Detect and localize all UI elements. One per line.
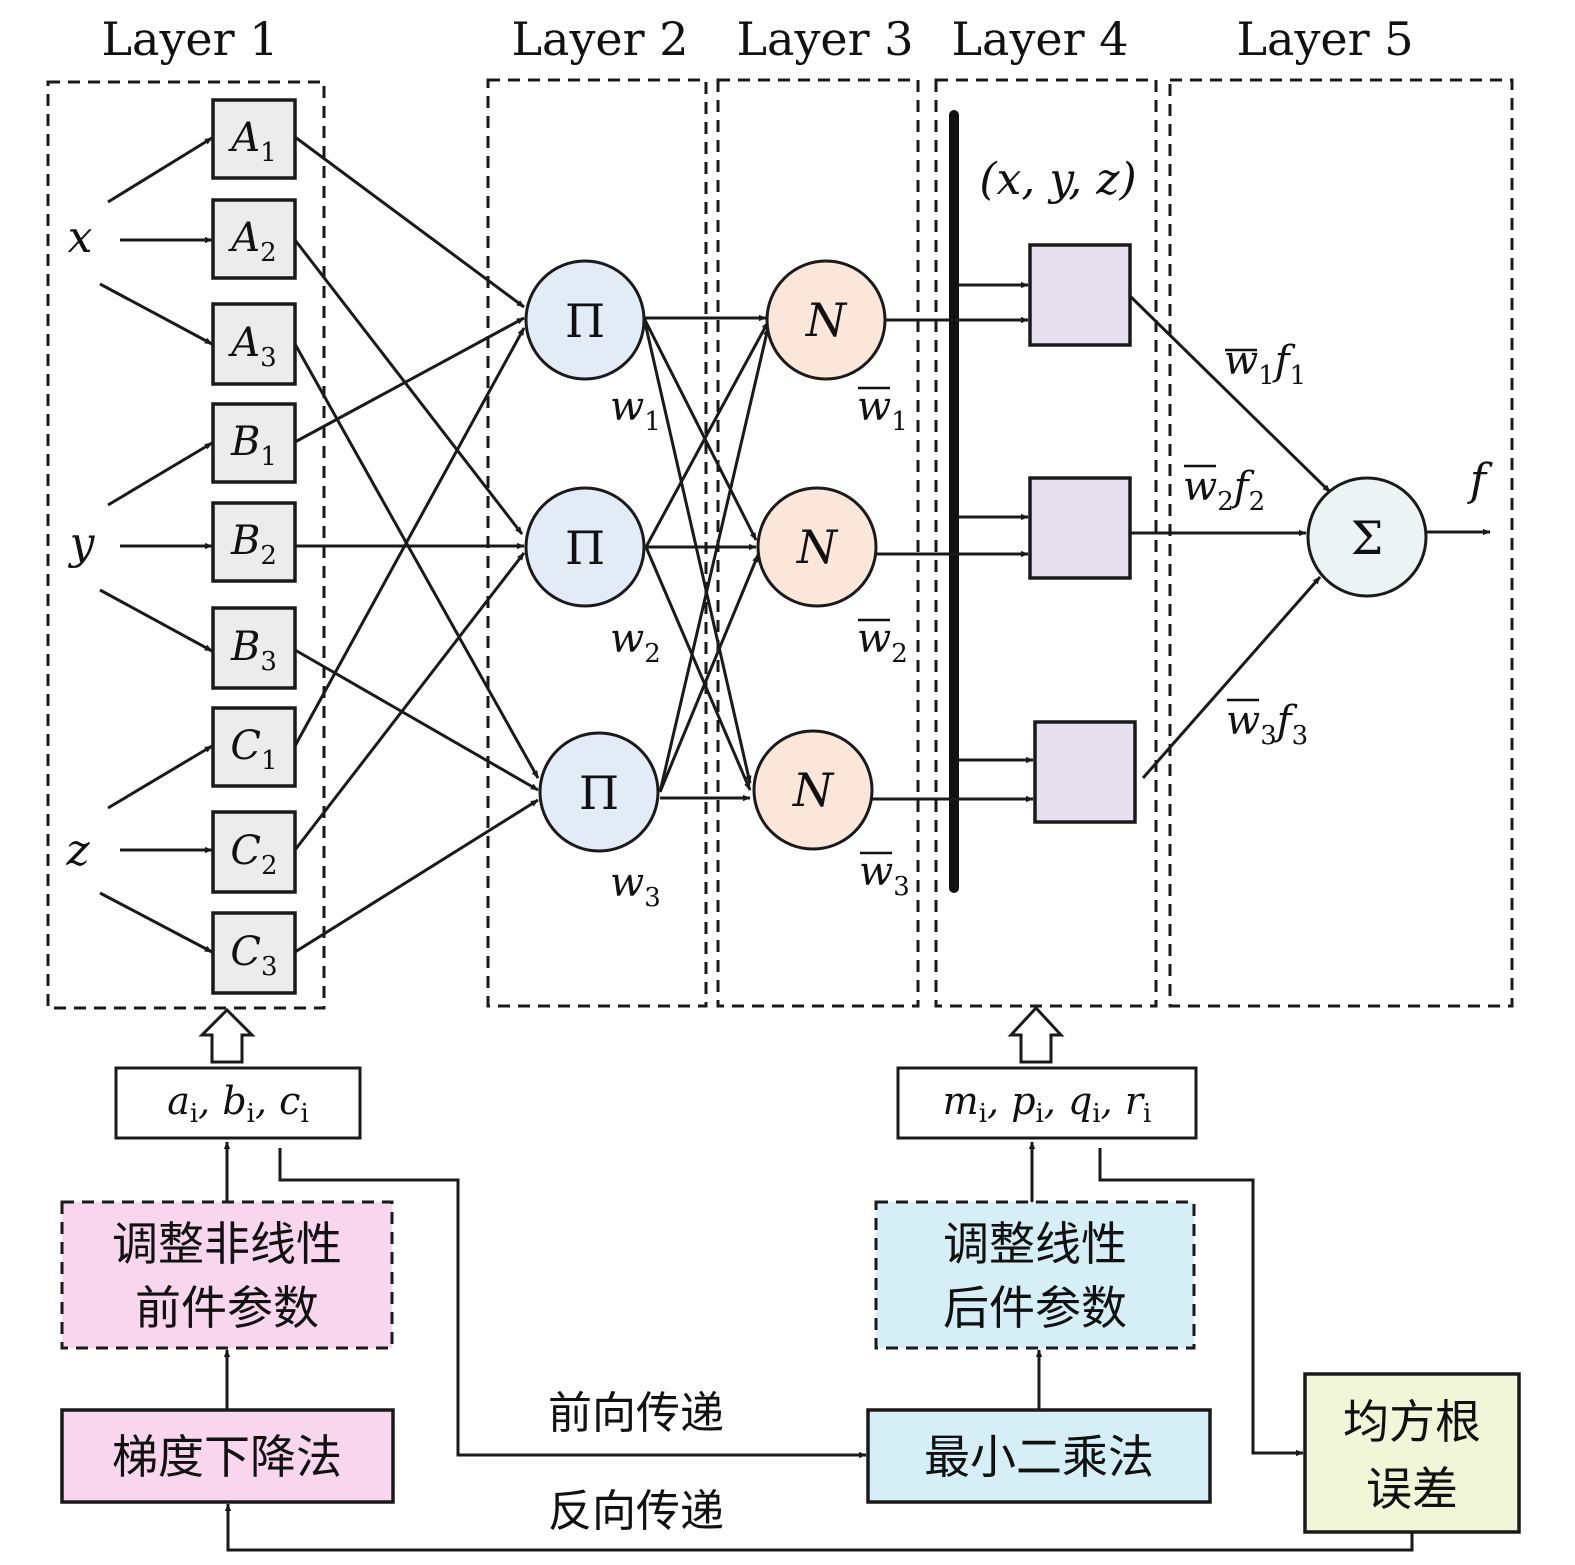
rule-box-2 (1028, 476, 1132, 580)
mf-label-c2: C2 (230, 828, 277, 881)
input-arrows (99, 136, 213, 954)
mf-label-b3: B3 (230, 624, 277, 677)
gradient-descent-box (60, 1408, 395, 1504)
mf-box-a3 (211, 302, 297, 386)
product-node-1-symbol: Π (565, 294, 605, 348)
layer-4-box (934, 78, 1158, 1008)
mf-box-c3 (211, 911, 297, 995)
mf-label-a1: A1 (227, 115, 276, 168)
rule-output-label-1: w1f1 (1224, 338, 1306, 391)
norm-weight-1-text: w1 (857, 384, 908, 437)
mf-box-c1 (211, 706, 297, 788)
product-to-norm-edges (642, 314, 770, 802)
layer-5-title: Layer 5 (1236, 12, 1413, 66)
norm-node-3-symbol: N (792, 763, 835, 817)
norm-weight-label-1: w1 (857, 384, 908, 437)
norm-node-2-circle (756, 486, 878, 608)
premise-param-box (114, 1066, 362, 1140)
adjust-linear-box (874, 1200, 1196, 1350)
layer-2-title: Layer 2 (511, 12, 688, 66)
mf-label-b1: B1 (230, 419, 277, 472)
output-label: f (1467, 455, 1493, 506)
mf-box-a2 (211, 198, 297, 280)
adjust-nonlinear-line-1: 调整非线性 (112, 1217, 342, 1271)
flow-arrows (223, 1141, 1414, 1552)
sum-node-circle (1306, 476, 1428, 598)
weight-label-2: w2 (610, 616, 661, 669)
consequent-update-arrow (1007, 1005, 1065, 1064)
backward-pass-label: 反向传递 (548, 1486, 724, 1537)
rmse-line-2: 误差 (1366, 1462, 1458, 1516)
forward-pass-label: 前向传递 (548, 1388, 724, 1439)
rmse-line-1: 均方根 (1343, 1395, 1481, 1449)
layer-2-box (486, 78, 708, 1008)
consequent-param-box (896, 1066, 1198, 1140)
norm-node-2-symbol: N (796, 520, 839, 574)
layer-3-title: Layer 3 (736, 12, 913, 66)
product-node-2-symbol: Π (565, 521, 605, 575)
norm-node-1-symbol: N (805, 293, 848, 347)
rule-box-1 (1028, 243, 1132, 347)
mf-label-c1: C1 (230, 723, 277, 776)
mf-label-c3: C3 (230, 929, 277, 982)
rule-output-label-2: w2f2 (1183, 464, 1265, 517)
norm-weight-2-text: w2 (857, 616, 908, 669)
layer-1-title: Layer 1 (101, 12, 278, 66)
adjust-nonlinear-box (60, 1200, 394, 1350)
rule-output-2-text: w2f2 (1183, 464, 1265, 517)
consequent-inputs-label: (x, y, z) (979, 154, 1136, 205)
premise-param-label: ai, bi, ci (167, 1079, 309, 1129)
rule-box-3 (1033, 720, 1137, 824)
membership-labels: A1 A2 A3 B1 B2 B3 C1 C2 C3 (227, 115, 277, 982)
input-x-label: x (68, 212, 93, 263)
mf-label-a2: A2 (227, 215, 276, 268)
norm-node-2: N (756, 486, 878, 608)
layer-5-box (1168, 78, 1514, 1008)
weight-label-1: w1 (610, 384, 661, 437)
premise-update-arrow (198, 1007, 256, 1064)
layer-1-box (46, 80, 326, 1010)
adjust-nonlinear-line-2: 前件参数 (135, 1281, 319, 1335)
product-node-1: Π (524, 259, 646, 381)
input-z-label: z (65, 825, 90, 876)
product-node-3-circle (538, 731, 660, 853)
mf-box-b2 (211, 501, 297, 583)
product-node-3: Π (538, 731, 660, 853)
consequent-param-label: mi, pi, qi, ri (943, 1079, 1152, 1129)
product-node-2: Π (524, 486, 646, 608)
norm-node-3-circle (752, 729, 874, 851)
membership-to-product-edges (293, 135, 540, 954)
norm-weight-3-text: w3 (859, 849, 910, 902)
norm-to-rule-edges (872, 281, 1034, 803)
rmse-box (1303, 1372, 1521, 1534)
rule-output-1-text: w1f1 (1224, 338, 1306, 391)
mf-box-b3 (211, 606, 297, 690)
norm-weight-label-3: w3 (859, 849, 910, 902)
rule-output-label-3: w3f3 (1226, 698, 1308, 751)
input-y-label: y (68, 518, 96, 569)
least-squares-label: 最小二乘法 (924, 1430, 1154, 1484)
adjust-linear-line-1: 调整线性 (943, 1217, 1127, 1271)
mf-box-c2 (211, 810, 297, 894)
product-node-2-circle (524, 486, 646, 608)
layer-4-title: Layer 4 (951, 12, 1128, 66)
rule-output-3-text: w3f3 (1226, 698, 1308, 751)
product-node-3-symbol: Π (579, 766, 619, 820)
norm-weight-label-2: w2 (857, 616, 908, 669)
mf-label-a3: A3 (227, 320, 276, 373)
rule-to-sum-edges (1128, 294, 1332, 779)
sum-node-symbol: Σ (1351, 511, 1384, 565)
gradient-descent-label: 梯度下降法 (112, 1430, 342, 1484)
sum-node: Σ (1306, 476, 1428, 598)
weight-label-3: w3 (610, 860, 661, 913)
mf-label-b2: B2 (230, 518, 277, 571)
norm-node-1: N (765, 259, 887, 381)
membership-boxes (211, 98, 297, 995)
adjust-linear-line-2: 后件参数 (943, 1281, 1127, 1335)
mf-box-a1 (211, 98, 297, 180)
norm-node-3: N (752, 729, 874, 851)
mf-box-b1 (211, 402, 297, 484)
